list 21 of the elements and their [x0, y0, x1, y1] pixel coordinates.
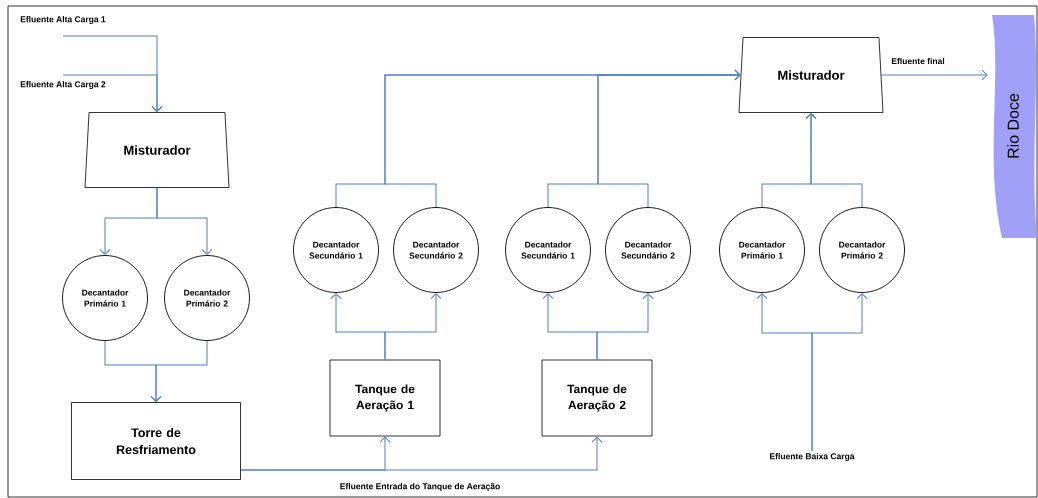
flow-arrow — [880, 69, 988, 81]
flow-arrow — [62, 74, 163, 112]
flow-arrow — [156, 187, 213, 255]
river-band: Rio Doce — [992, 15, 1037, 238]
edge-label: Efluente Entrada do Tanque de Aeração — [338, 482, 502, 492]
inflow-label: Efluente Alta Carga 1 — [20, 16, 106, 24]
flow-arrow — [596, 293, 654, 361]
mixer-trapezoid: Misturador — [738, 37, 884, 113]
flow-arrow — [597, 69, 741, 208]
tank-box: Tanque de Aeração 2 — [541, 359, 653, 437]
inflow-label: Efluente Baixa Carga — [770, 453, 855, 461]
inflow-label: Efluente Alta Carga 2 — [20, 81, 106, 89]
flow-arrow — [805, 113, 863, 208]
mixer-trapezoid: Misturador — [84, 112, 230, 188]
flow-arrow — [240, 436, 603, 471]
tank-box: Tanque de Aeração 1 — [329, 359, 441, 437]
flow-arrow — [384, 293, 442, 361]
flow-arrow — [150, 340, 208, 402]
edge-label: Efluente final — [890, 56, 946, 66]
flow-arrow — [811, 293, 868, 452]
cooling-tower-box: Torre de Resfriamento — [71, 402, 241, 480]
